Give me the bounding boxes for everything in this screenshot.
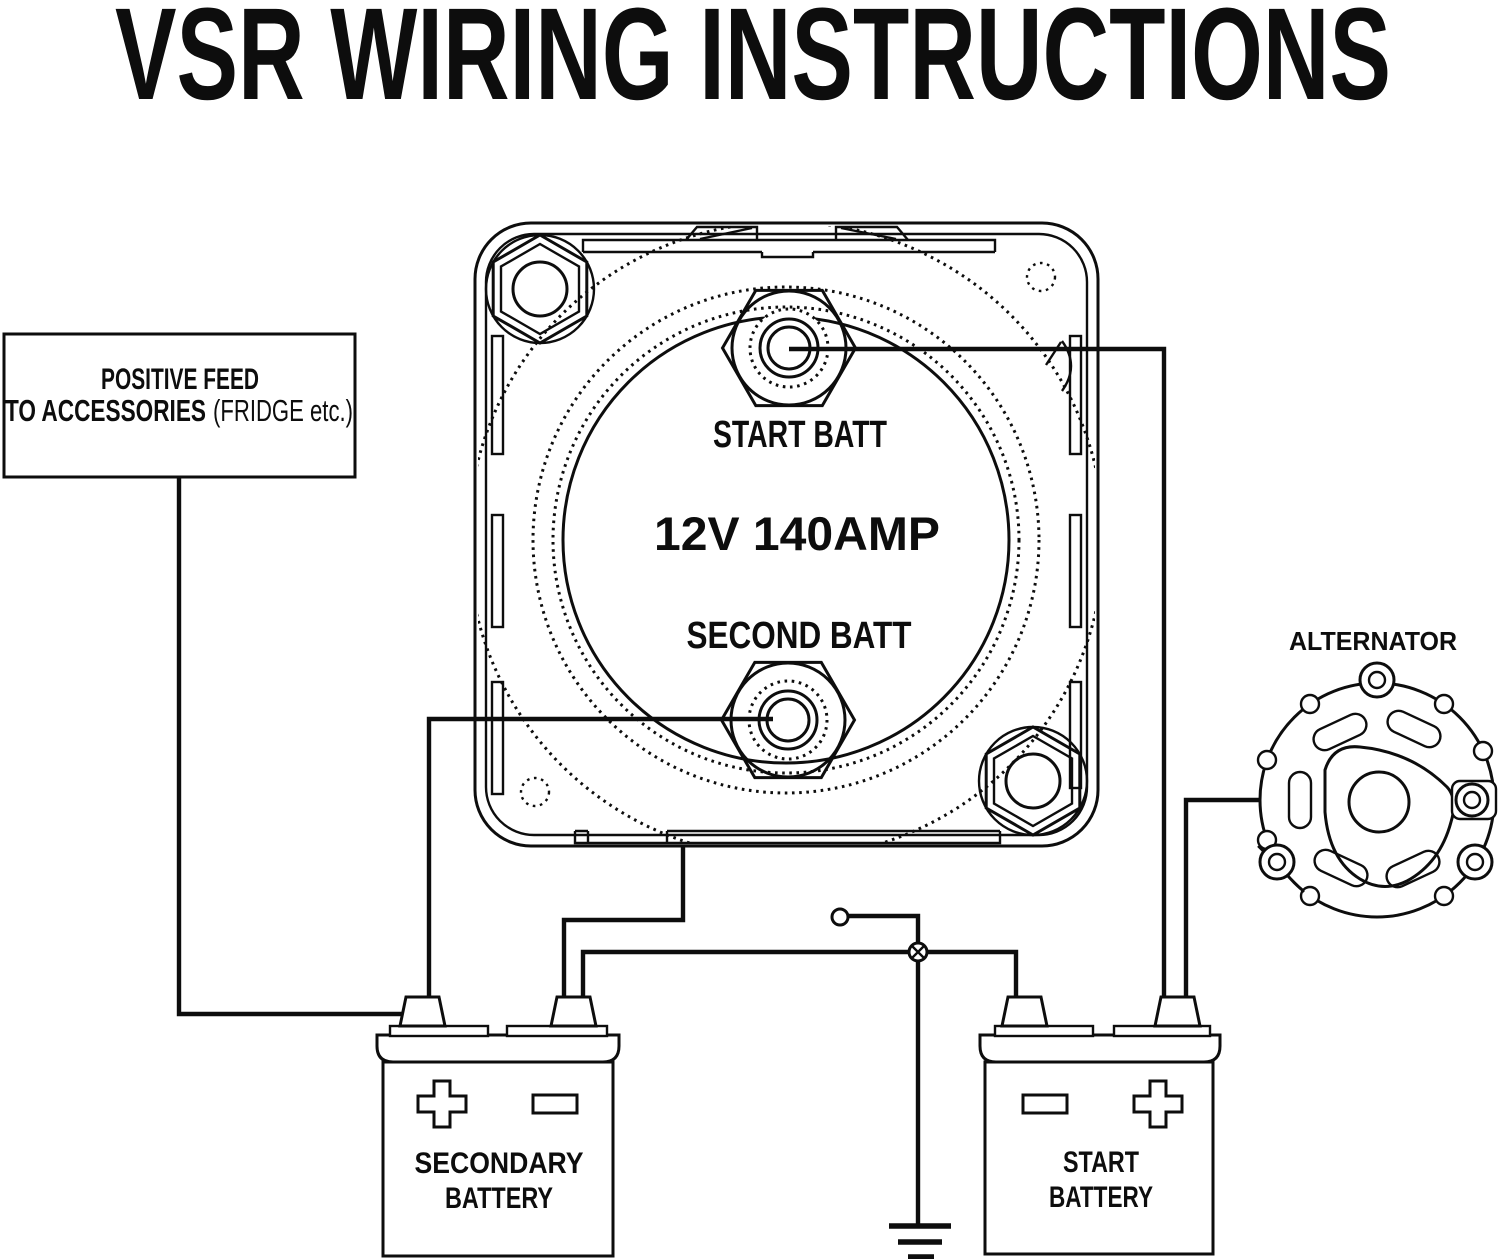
vsr-inner-case [484, 232, 1089, 837]
page-title: VSR WIRING INSTRUCTIONS [115, 0, 1391, 127]
start-battery-label-line2: BATTERY [1049, 1181, 1153, 1214]
wiring [176, 346, 1260, 1259]
alternator: ALTERNATOR [1256, 626, 1498, 919]
minus-terminal-icon [531, 1093, 579, 1115]
vsr-bottom-flange [573, 829, 1002, 845]
vsr-outer-case [473, 221, 1100, 848]
start-battery: START BATTERY [978, 995, 1222, 1256]
vsr-wire-exit-marks [1044, 340, 1073, 392]
vsr-top-flange [581, 225, 997, 259]
secondary-battery: SECONDARY BATTERY [375, 995, 621, 1258]
accessories-line1: POSITIVE FEED [101, 363, 259, 396]
alternator-bolt-bottom-left [1258, 843, 1296, 881]
start-battery-lid [978, 1033, 1222, 1064]
start-battery-label-line1: START [1063, 1146, 1139, 1179]
secondary-battery-label-line1: SECONDARY [415, 1147, 584, 1180]
ring-terminal-icon [830, 907, 850, 927]
vsr-corner-hole-bottom-left [519, 776, 551, 808]
junction-icon [907, 941, 929, 963]
wire-ring-terminal-to-ground [849, 913, 921, 1224]
wire-ground-bus [580, 949, 1019, 997]
alternator-bolt-bottom-right [1456, 843, 1494, 881]
vsr-corner-bolt-bottom-right [977, 725, 1089, 837]
minus-terminal-icon [1021, 1093, 1069, 1115]
alternator-bolt-top [1358, 661, 1396, 699]
alternator-label: ALTERNATOR [1289, 626, 1457, 656]
vsr-device: START BATT 12V 140AMP SECOND BATT [473, 221, 1100, 848]
start-battery-post-negative [1000, 995, 1049, 1028]
wire-vsr-earth [561, 846, 686, 997]
accessories-line2-note: (FRIDGE etc.) [213, 393, 353, 428]
secondary-battery-post-positive [398, 995, 447, 1028]
rating-label: 12V 140AMP [654, 507, 940, 560]
accessories-line2: TO ACCESSORIES [5, 393, 206, 428]
start-batt-label: START BATT [713, 414, 887, 456]
wire-second-batt-positive [426, 716, 773, 997]
vsr-corner-bolt-top-left [484, 233, 596, 345]
wire-alternator-output [1183, 797, 1260, 997]
alternator-rotor-plate [1323, 745, 1456, 888]
vsr-corner-hole-top-right [1025, 261, 1057, 293]
vsr-side-tabs [490, 334, 1083, 796]
secondary-battery-label-line2: BATTERY [445, 1182, 553, 1215]
ground-symbol-icon [889, 1223, 951, 1259]
alternator-shaft [1347, 770, 1411, 834]
alternator-output-post [1450, 779, 1498, 821]
plus-terminal-icon [1132, 1079, 1184, 1129]
secondary-battery-post-negative [549, 995, 598, 1028]
accessories-box: POSITIVE FEED TO ACCESSORIES (FRIDGE etc… [2, 332, 357, 479]
secondary-battery-lid [375, 1033, 621, 1064]
second-batt-label: SECOND BATT [687, 615, 912, 657]
accessories-box-frame [2, 332, 357, 479]
plus-terminal-icon [416, 1079, 468, 1129]
start-battery-post-positive [1153, 995, 1202, 1028]
alternator-vent-slots [1287, 709, 1442, 889]
wire-start-batt-positive [789, 346, 1167, 997]
wire-accessories-feed [176, 477, 406, 1017]
